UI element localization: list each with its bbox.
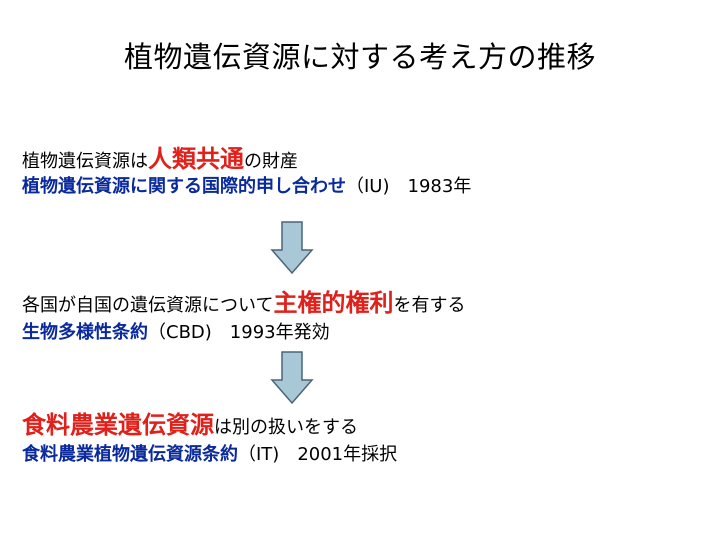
section-3-emphasis: 食料農業遺伝資源 (22, 411, 214, 439)
section-2-suffix: を有する (393, 295, 466, 316)
section-1-agreement-detail: （IU) 1983年 (346, 176, 472, 197)
section-3-statement: 食料農業遺伝資源は別の扱いをする (22, 412, 358, 441)
section-1-suffix: の財産 (244, 151, 298, 172)
section-1-statement: 植物遺伝資源は人類共通の財産 (22, 146, 298, 175)
section-1-prefix: 植物遺伝資源は (22, 151, 148, 172)
slide-title: 植物遺伝資源に対する考え方の推移 (123, 40, 596, 74)
section-2-agreement: 生物多様性条約（CBD) 1993年発効 (22, 320, 330, 346)
section-3-suffix: は別の扱いをする (214, 417, 358, 438)
section-1-emphasis: 人類共通 (148, 145, 244, 173)
section-2-agreement-detail: （CBD) 1993年発効 (148, 322, 330, 343)
down-arrow-icon (270, 351, 314, 405)
section-2-statement: 各国が自国の遺伝資源について主権的権利を有する (22, 290, 465, 319)
section-2-prefix: 各国が自国の遺伝資源について (22, 295, 274, 316)
section-3-agreement-name: 食料農業植物遺伝資源条約 (22, 444, 238, 465)
section-1-agreement: 植物遺伝資源に関する国際的申し合わせ（IU) 1983年 (22, 174, 471, 200)
section-2-agreement-name: 生物多様性条約 (22, 322, 148, 343)
down-arrow-icon (270, 221, 314, 275)
section-3-agreement: 食料農業植物遺伝資源条約（IT) 2001年採択 (22, 442, 397, 468)
section-2-emphasis: 主権的権利 (273, 289, 394, 317)
section-1-agreement-name: 植物遺伝資源に関する国際的申し合わせ (22, 176, 346, 197)
section-3-agreement-detail: （IT) 2001年採択 (238, 444, 398, 465)
